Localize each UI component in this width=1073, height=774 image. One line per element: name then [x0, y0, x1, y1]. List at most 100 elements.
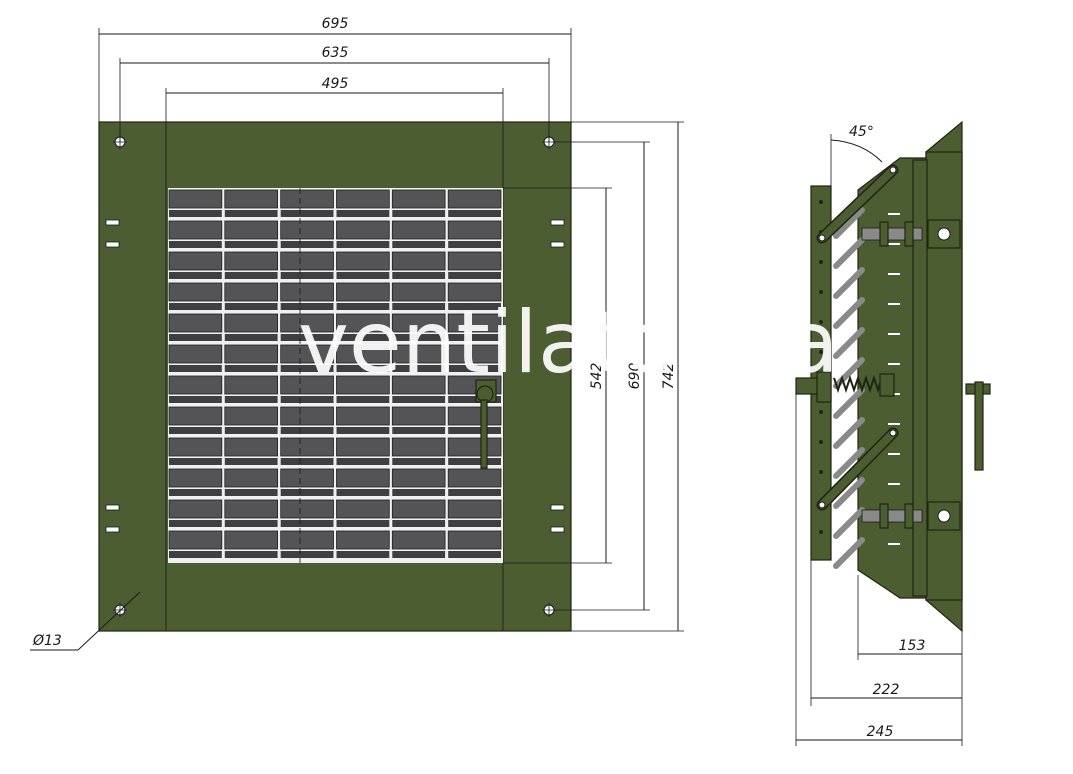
louver-slat [224, 468, 279, 488]
louver-slat [224, 189, 279, 209]
louver-slat-lip [448, 365, 501, 372]
louver-slat [391, 530, 446, 550]
louver-slat-lip [280, 365, 334, 372]
louver-slat-lip [224, 241, 278, 248]
louver-slat [336, 530, 390, 550]
louver-slat-lip [448, 241, 501, 248]
dim-hole-spacing-width: 635 [322, 45, 349, 61]
louver-slat [224, 530, 279, 550]
louver-slat-lip [224, 365, 278, 372]
louver-slat-lip [448, 458, 501, 465]
side-blade [833, 447, 865, 479]
louver-slat [391, 375, 446, 395]
dim-angle: 45° [849, 124, 874, 140]
louver-slat-lip [224, 520, 278, 527]
louver-slat [336, 189, 390, 209]
louver-slat [336, 313, 390, 333]
dim-opening-width: 495 [322, 76, 349, 92]
louver-slat [168, 437, 223, 457]
louver-slat-lip [336, 489, 390, 496]
louver-slat [447, 406, 502, 426]
louver-slat [447, 437, 502, 457]
dim-hole-diameter: Ø13 [32, 633, 62, 649]
side-depth-dimensions: 153 222 245 [795, 394, 963, 746]
louver-slat [447, 499, 502, 519]
louver-slat [280, 499, 334, 519]
louver-slat-lip [392, 334, 446, 341]
side-blade [833, 207, 865, 239]
louver-slat [168, 344, 223, 364]
louver-slat-lip [169, 272, 222, 279]
side-blade [833, 477, 865, 509]
louver-slat [224, 437, 279, 457]
side-bolts [861, 219, 961, 531]
louver-slat-lip [280, 458, 334, 465]
louver-slat-lip [336, 303, 390, 310]
louver-slat-lip [169, 210, 222, 217]
louver-slat-lip [448, 427, 501, 434]
louver-slat [391, 189, 446, 209]
louver-slat [224, 406, 279, 426]
side-flange-dot [819, 320, 823, 324]
louver-slat-lip [224, 458, 278, 465]
louver-slat [168, 499, 223, 519]
louver-slat-lip [392, 396, 446, 403]
louver-slat-lip [336, 272, 390, 279]
louver-slat-lip [169, 520, 222, 527]
louver-slat [224, 220, 279, 240]
louver-slat [280, 530, 334, 550]
side-blade [833, 417, 865, 449]
side-flange-dot [819, 530, 823, 534]
louver-slat-lip [448, 551, 501, 558]
louver-slat [280, 251, 334, 271]
louver-slat-lip [448, 520, 501, 527]
louver-slat [280, 406, 334, 426]
louver-slat-lip [280, 272, 334, 279]
louver-slat [447, 313, 502, 333]
side-flange-dot [819, 290, 823, 294]
louver-slat [224, 499, 279, 519]
side-flange-dot [819, 440, 823, 444]
louver-slat [224, 313, 279, 333]
louver-slat-lip [392, 303, 446, 310]
watermark-text: ventilator.ua [298, 293, 839, 393]
louver-slat-lip [336, 334, 390, 341]
louver-slat-lip [280, 303, 334, 310]
latch-handle [475, 379, 497, 469]
side-flange-dot [819, 260, 823, 264]
louver-slat-lip [169, 427, 222, 434]
louver-slat-lip [224, 334, 278, 341]
dim-hole-spacing-height: 690 [627, 363, 643, 390]
louver-slat [447, 344, 502, 364]
louver-slat-lip [169, 241, 222, 248]
louver-slat-lip [392, 427, 446, 434]
louver-slat [336, 251, 390, 271]
side-blade [833, 297, 865, 329]
louver-slat-lip [336, 551, 390, 558]
louver-slat-lip [392, 551, 446, 558]
louver-slat [280, 344, 334, 364]
louver-slat [224, 251, 279, 271]
frame-slots [105, 219, 565, 533]
louver-slat-lip [392, 458, 446, 465]
louver-slat [168, 530, 223, 550]
louver-slat [280, 220, 334, 240]
louver-slat [391, 251, 446, 271]
louver-slat-lip [169, 303, 222, 310]
louver-slat-lip [280, 334, 334, 341]
dim-opening-height: 542 [589, 363, 605, 390]
side-blades [819, 200, 900, 569]
louver-slat-lip [169, 489, 222, 496]
louver-slat-lip [336, 396, 390, 403]
side-blade [833, 327, 865, 359]
louver-slat [447, 282, 502, 302]
louver-slat [391, 499, 446, 519]
dim-depth-3: 245 [867, 724, 894, 740]
louver-slat [168, 251, 223, 271]
louver-slat [447, 530, 502, 550]
louver-slat [336, 220, 390, 240]
front-height-dimensions: 542 690 742 [503, 121, 684, 632]
louver-slat-lip [392, 210, 446, 217]
hole-diameter-callout: Ø13 [30, 591, 141, 651]
